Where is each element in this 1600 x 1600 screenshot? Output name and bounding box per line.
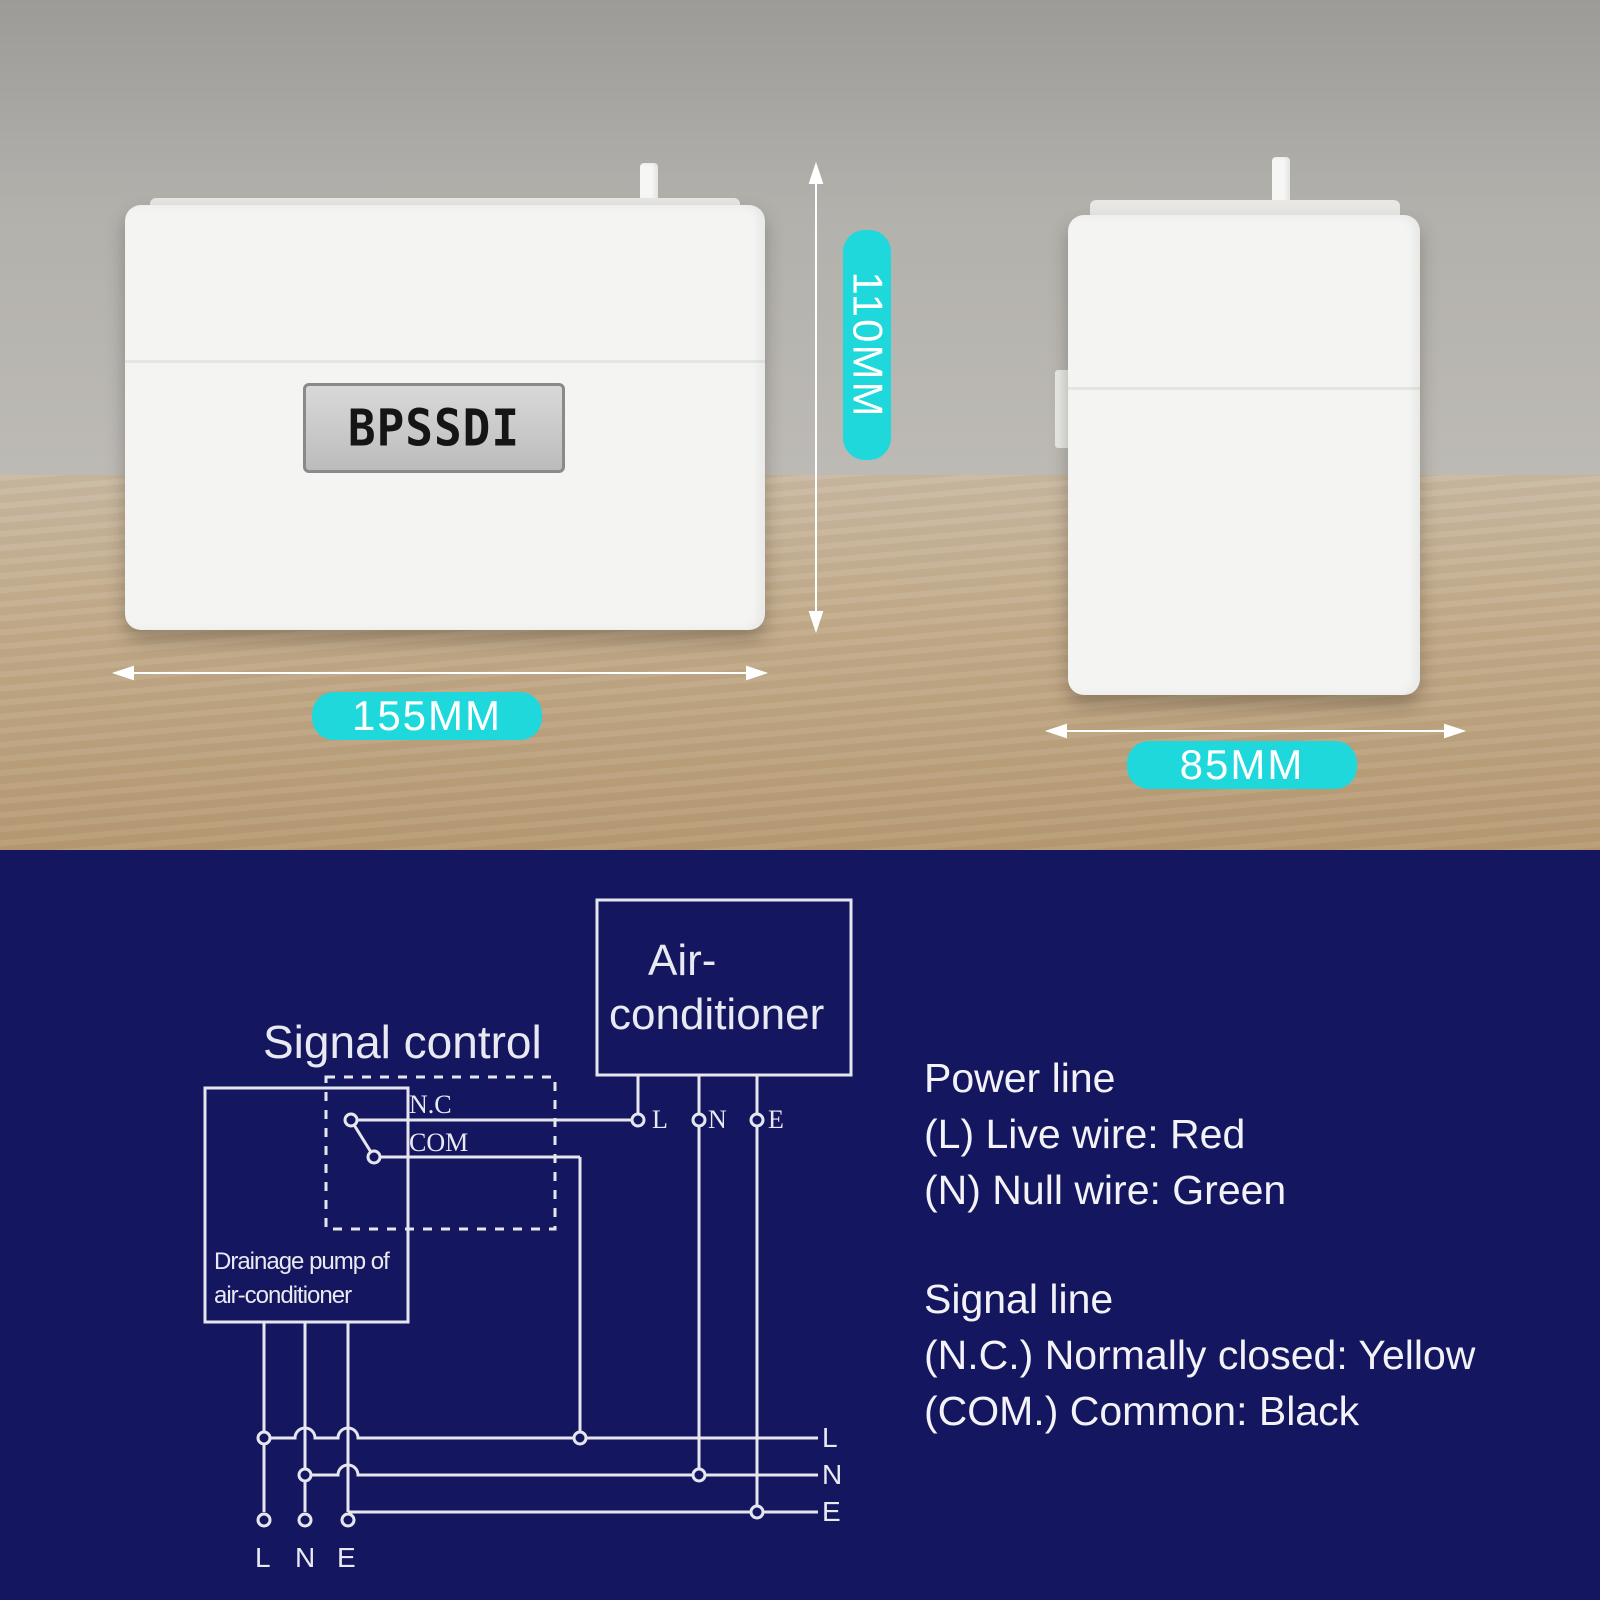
ac-terminal-l: L: [652, 1105, 668, 1134]
air-conditioner-label-2: conditioner: [609, 990, 825, 1039]
bus-n-line: [305, 1463, 818, 1477]
width-dimension-badge: 155MM: [312, 692, 542, 740]
ac-n-terminal: [691, 1112, 707, 1128]
bus-l-line: [264, 1426, 818, 1440]
legend-power-l: (L) Live wire: Red: [924, 1111, 1246, 1157]
pump-label-1: Drainage pump of: [214, 1248, 390, 1275]
air-conditioner-box: [595, 898, 853, 1077]
signal-control-label: Signal control: [263, 1016, 542, 1068]
pump-terminal-e: E: [337, 1542, 356, 1573]
ac-terminal-e: E: [768, 1105, 784, 1134]
height-arrow-head-top: [808, 161, 824, 184]
nc-label: N.C: [409, 1090, 452, 1119]
depth-arrow-head-left: [1044, 723, 1067, 739]
height-dimension: 110MM: [844, 271, 891, 419]
product-photo: BPSSDI 155MM 110MM 85MM: [0, 0, 1600, 850]
air-conditioner-label-1: Air-: [648, 936, 717, 985]
height-dimension-badge: 110MM: [843, 230, 891, 460]
bus-label-n: N: [822, 1459, 843, 1490]
brand-label-plate: BPSSDI: [303, 383, 565, 473]
width-dimension: 155MM: [351, 692, 503, 739]
junction-pump-l: [256, 1430, 272, 1446]
bus-label-e: E: [822, 1496, 841, 1527]
legend-power-n: (N) Null wire: Green: [924, 1167, 1287, 1213]
legend-signal-com: (COM.) Common: Black: [924, 1388, 1360, 1434]
legend-signal-title: Signal line: [924, 1276, 1114, 1322]
pump-n-terminal: [297, 1512, 313, 1528]
junction-pump-n: [297, 1467, 313, 1483]
pump-terminal-l: L: [255, 1542, 271, 1573]
dimension-arrows: [0, 0, 1600, 850]
width-arrow-head-left: [111, 665, 134, 681]
ac-e-terminal: [749, 1112, 765, 1128]
outlet-nozzle: [640, 163, 658, 208]
com-label: COM: [409, 1128, 469, 1157]
ac-l-terminal: [630, 1112, 646, 1128]
pump-terminal-n: N: [295, 1542, 316, 1573]
junction-ac-n: [691, 1467, 707, 1483]
width-arrow-head-right: [746, 665, 769, 681]
junction-ac-e: [749, 1504, 765, 1520]
pump-label-2: air-conditioner: [214, 1282, 352, 1309]
pump-l-terminal: [256, 1512, 272, 1528]
bus-label-l: L: [822, 1422, 838, 1453]
relay-com-contact: [366, 1149, 382, 1165]
pump-e-terminal: [340, 1512, 356, 1528]
relay-nc-contact: [343, 1112, 359, 1128]
depth-dimension: 85MM: [1179, 741, 1305, 788]
housing-seam-side: [1068, 387, 1420, 390]
height-arrow-head-bottom: [808, 611, 824, 634]
housing-seam: [125, 360, 765, 363]
wiring-diagram: [203, 898, 853, 1528]
depth-arrow-head-right: [1444, 723, 1467, 739]
wiring-diagram-panel: Air- conditioner Signal control N.C COM …: [0, 850, 1600, 1600]
junction-com-l: [572, 1430, 588, 1446]
pump-side-view: [1068, 215, 1420, 695]
legend-signal-nc: (N.C.) Normally closed: Yellow: [924, 1332, 1476, 1378]
depth-dimension-badge: 85MM: [1127, 741, 1357, 789]
signal-control-box: [324, 1075, 557, 1231]
ac-terminal-n: N: [708, 1105, 727, 1134]
brand-label: BPSSDI: [347, 398, 521, 458]
legend-power-title: Power line: [924, 1055, 1116, 1101]
